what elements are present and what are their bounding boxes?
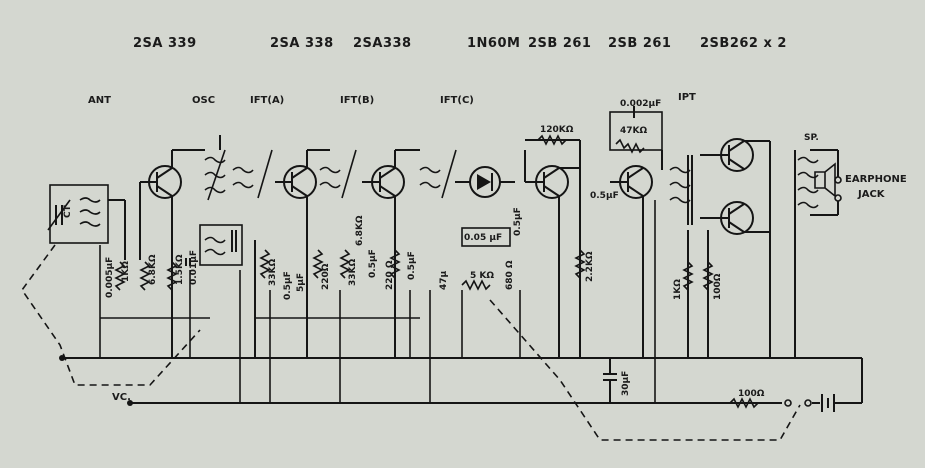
label-2-2k: 2.2KΩ	[585, 251, 595, 282]
label-30uf: 30μF	[621, 371, 631, 396]
power-switch-icon	[784, 399, 792, 407]
ant-coil-icon	[79, 197, 101, 227]
output-stage: 1KΩ 100Ω SP. EARPHONE JACK	[669, 133, 907, 358]
label-2sa338-a: 2SA 338	[270, 36, 334, 51]
resistor-220-a-icon	[312, 249, 324, 279]
detector-stage: 47μ 0.05 μF 5 KΩ 680 Ω 0.5μF	[419, 149, 801, 441]
oscillator-section	[199, 135, 243, 266]
label-2sa338-b: 2SA338	[353, 36, 412, 51]
label-220-a: 220Ω	[321, 263, 331, 290]
label-6-8k-b: 6.8KΩ	[355, 215, 365, 246]
label-5uf: 5μF	[296, 273, 306, 292]
label-2sb261-a: 2SB 261	[528, 36, 591, 51]
resistor-1k-icon	[114, 261, 126, 291]
converter-stage: 1KΩ 0.005μF 6.8KΩ 1.5KΩ 0.01μF	[100, 149, 210, 358]
label-vc: VC.	[112, 392, 131, 403]
label-1k: 1KΩ	[121, 261, 131, 282]
label-ift-b: IFT(B)	[340, 95, 374, 106]
label-2sa339: 2SA 339	[133, 36, 197, 51]
label-ipt: IPT	[678, 92, 696, 103]
earphone-jack-icon	[834, 176, 842, 184]
resistor-2-2k-icon	[574, 249, 586, 279]
label-001uf: 0.01μF	[189, 250, 199, 285]
label-680: 680 Ω	[505, 260, 515, 290]
osc-coil-icon	[204, 156, 226, 194]
label-100: 100Ω	[713, 273, 723, 300]
label-1-5k: 1.5KΩ	[175, 254, 185, 285]
junction-dot	[127, 400, 133, 406]
if-stage-1: 33KΩ 0.5μF 5μF 220Ω	[232, 149, 340, 358]
label-ct: CT	[63, 204, 73, 218]
label-6-8k: 6.8KΩ	[148, 254, 158, 285]
label-0-5uf-c: 0.5μF	[407, 251, 417, 280]
volume-switch-link-dash	[489, 299, 801, 441]
audio-driver-stages: 120KΩ 2.2KΩ 0.002μF 47KΩ 0.5μF	[524, 99, 663, 358]
ift-a-coil-icon	[232, 166, 254, 189]
label-1k-b: 1KΩ	[673, 279, 683, 300]
label-jack: JACK	[857, 189, 886, 200]
rail-drops	[99, 200, 656, 403]
label-0-5uf-e: 0.5μF	[590, 191, 619, 201]
label-ift-a: IFT(A)	[250, 95, 284, 106]
label-2sb261-b: 2SB 261	[608, 36, 671, 51]
resistor-100-b-icon	[729, 397, 759, 409]
osc-trimmer-box	[199, 224, 243, 266]
if-stage-2: 33KΩ 6.8KΩ 0.5μF 220 Ω 0.5μF	[319, 149, 420, 358]
resistor-47k-icon	[615, 138, 645, 154]
label-speaker: SP.	[804, 133, 819, 143]
resistor-1-5k-icon	[166, 261, 178, 291]
label-2sb262x2: 2SB262 x 2	[700, 36, 787, 51]
label-5k: 5 KΩ	[470, 271, 494, 281]
ift-b-coil-icon	[319, 166, 341, 189]
ant-coil-box	[49, 184, 109, 244]
label-005uf: 0.05 μF	[464, 233, 502, 243]
label-0-5uf-d: 0.5μF	[513, 207, 523, 236]
label-0-5uf-b: 0.5μF	[368, 249, 378, 278]
label-120k: 120KΩ	[540, 125, 574, 135]
label-33k-b: 33KΩ	[348, 259, 358, 286]
stage-labels: ANT OSC IFT(A) IFT(B) IFT(C) IPT	[88, 92, 696, 106]
resistor-33k-a-icon	[259, 249, 271, 279]
resistor-33k-b-icon	[339, 249, 351, 279]
resistor-6-8k-icon	[139, 261, 151, 291]
supply-section: 30μF 100Ω	[603, 358, 835, 412]
antenna-section: CT	[21, 184, 201, 386]
label-ift-c: IFT(C)	[440, 95, 474, 106]
label-0-002uf: 0.002μF	[620, 99, 661, 109]
label-47k: 47KΩ	[620, 126, 647, 136]
label-0-5uf-a: 0.5μF	[283, 271, 293, 300]
label-100-b: 100Ω	[738, 389, 765, 399]
resistor-120k-icon	[537, 134, 567, 146]
ift-c-coil-icon	[419, 166, 441, 189]
gang-link-dash	[21, 244, 201, 386]
transistor-header-row: 2SA 339 2SA 338 2SA338 1N60M 2SB 261 2SB…	[133, 36, 787, 51]
label-220-b: 220 Ω	[385, 260, 395, 290]
label-1n60m: 1N60M	[467, 36, 520, 51]
label-ant: ANT	[88, 95, 111, 106]
output-transformer-icon	[797, 156, 819, 209]
resistor-220-b-icon	[389, 249, 401, 279]
label-0005uf: 0.005μF	[105, 257, 115, 298]
label-earphone: EARPHONE	[845, 174, 907, 185]
label-33k-a: 33KΩ	[268, 259, 278, 286]
label-osc: OSC	[192, 95, 215, 106]
potentiometer-5k-icon	[461, 279, 491, 291]
label-47u: 47μ	[439, 270, 449, 290]
